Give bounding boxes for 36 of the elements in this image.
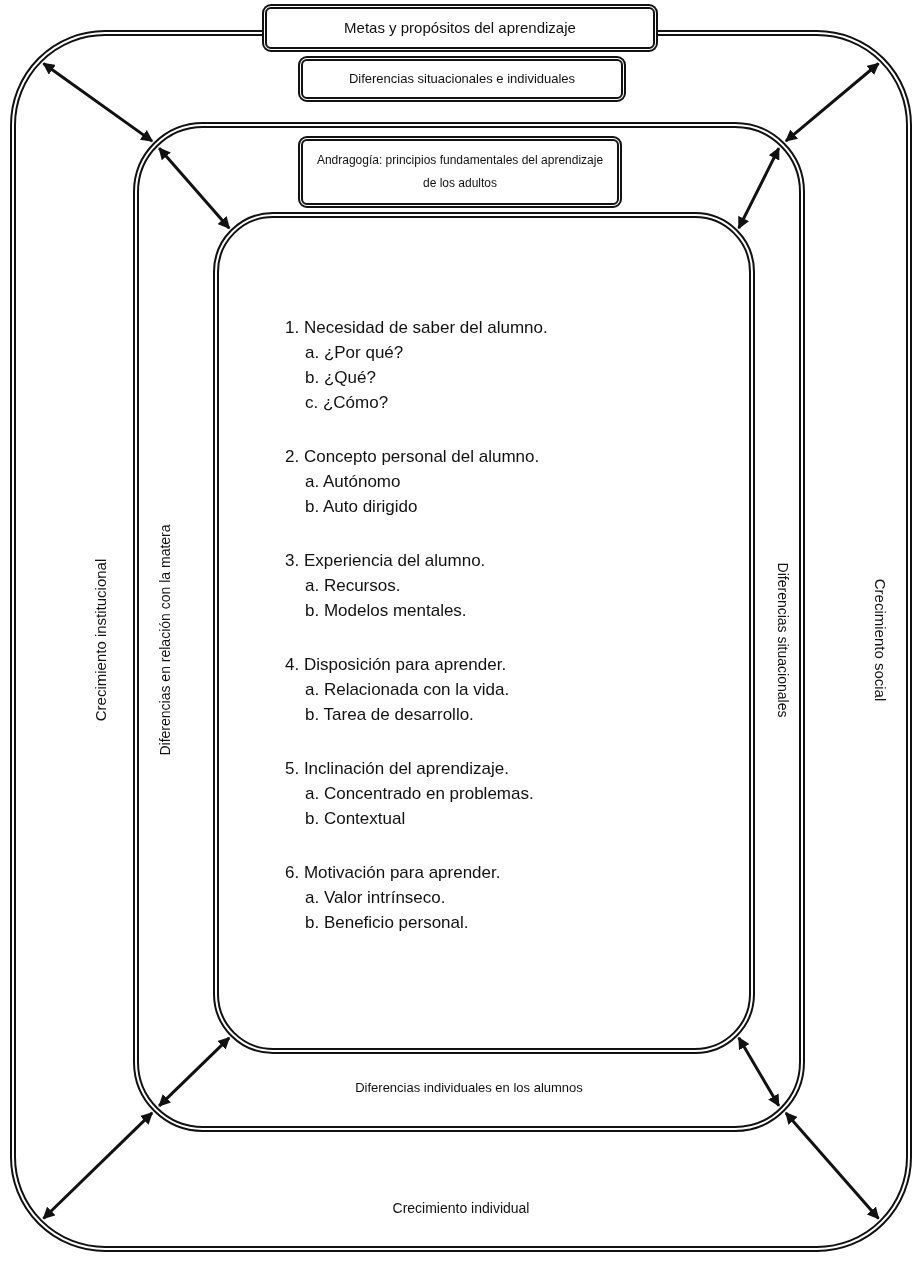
side-label: Diferencias en relación con la matera (157, 524, 173, 756)
double-arrow (158, 1036, 231, 1107)
double-arrow (737, 1036, 781, 1107)
double-arrow (158, 147, 231, 230)
list-item: a. Autónomo (305, 472, 401, 492)
list-item: 6. Motivación para aprender. (285, 863, 501, 883)
heading-tab: Andragogía: principios fundamentales del aprendizaje de los adultos (298, 136, 622, 208)
list-item: a. ¿Por qué? (305, 343, 404, 363)
list-item: c. ¿Cómo? (305, 393, 389, 413)
list-item: b. ¿Qué? (305, 368, 376, 388)
list-item: b. Tarea de desarrollo. (305, 705, 474, 725)
side-label: Crecimiento social (871, 578, 889, 702)
double-arrow (42, 62, 154, 143)
side-label: Crecimiento institucional (91, 558, 109, 722)
list-item: b. Auto dirigido (305, 497, 418, 517)
list-item: a. Recursos. (305, 576, 401, 596)
list-item: 2. Concepto personal del alumno. (285, 447, 540, 467)
list-item: a. Concentrado en problemas. (305, 784, 534, 804)
list-item: 4. Disposición para aprender. (285, 655, 507, 675)
heading-tab: Metas y propósitos del aprendizaje (262, 4, 658, 52)
list-item: b. Contextual (305, 809, 406, 829)
list-item: 5. Inclinación del aprendizaje. (285, 759, 509, 779)
double-arrow (784, 62, 880, 143)
double-arrow (42, 1111, 154, 1220)
list-item: b. Modelos mentales. (305, 601, 467, 621)
double-arrow (737, 147, 781, 230)
double-arrow (784, 1111, 880, 1220)
list-item: a. Valor intrínseco. (305, 888, 446, 908)
heading-tab: Diferencias situacionales e individuales (298, 56, 626, 102)
list-item: 3. Experiencia del alumno. (285, 551, 486, 571)
bottom-label: Crecimiento individual (391, 1200, 531, 1216)
bottom-label: Diferencias individuales en los alumnos (354, 1080, 584, 1095)
list-item: a. Relacionada con la vida. (305, 680, 510, 700)
list-item: b. Beneficio personal. (305, 913, 469, 933)
list-item: 1. Necesidad de saber del alumno. (285, 318, 548, 338)
side-label: Diferencias situacionales (775, 562, 791, 718)
